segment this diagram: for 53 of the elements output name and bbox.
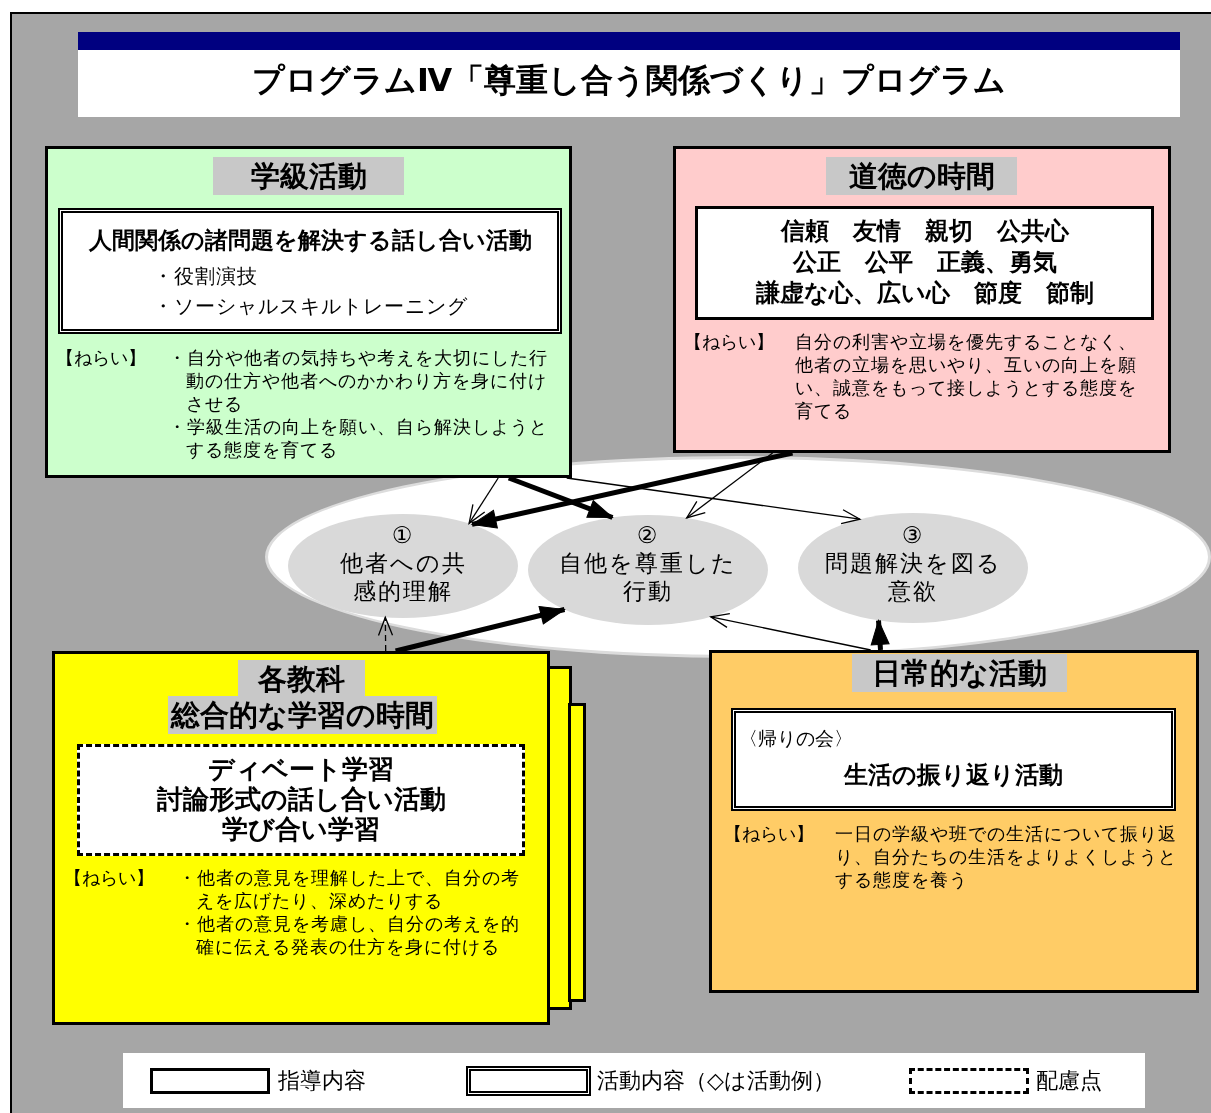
activity-panel [673,146,1171,453]
panel-heading: 総合的な学習の時間 [168,696,437,734]
activity-example: ・ソーシャルスキルトレーニング [153,293,469,320]
panel-heading: 日常的な活動 [852,654,1067,692]
legend-text: 配慮点 [1036,1067,1102,1095]
aim-text: ・他者の意見を理解した上で、自分の考えを広げたり、深めたりする [178,866,521,912]
activity-example: ディベート学習 [207,754,395,784]
value-box [695,206,1154,320]
aim-label: 【ねらい】 [724,822,814,845]
activity-box [731,708,1176,811]
outcome-text: 他者への共感的理解 [338,549,468,605]
value-list: 公正 公平 正義、勇気 [695,247,1154,278]
circled-number: ① [390,521,416,549]
dashed-arrow [377,616,394,652]
aim-label: 【ねらい】 [56,346,146,369]
legend-text: 指導内容 [278,1067,366,1095]
activity-example: ・役割演技 [153,263,259,290]
box-subtitle: 〈帰りの会〉 [739,726,854,750]
box-title: 生活の振り返り活動 [842,760,1064,790]
activity-box [58,208,562,334]
aim-label: 【ねらい】 [64,866,154,889]
activity-panel [52,651,550,1025]
outcome-text: 問題解決を図る意欲 [823,549,1003,605]
legend-text: 活動内容（◇は活動例） [597,1067,835,1095]
panel-heading: 学級活動 [213,157,404,195]
consideration-box [77,744,525,856]
aim-text: 自分の利害や立場を優先することなく、他者の立場を思いやり、互いの向上を願い、誠意をもって接しようとする態度を育てる [795,330,1138,422]
aim-label: 【ねらい】 [684,330,774,353]
aim-text: ・他者の意見を考慮し、自分の考えを的確に伝える発表の仕方を身に付ける [178,912,521,958]
activity-example: 討論形式の話し合い活動 [155,784,447,814]
outcome-text: 自他を尊重した行動 [558,549,738,605]
value-list: 信頼 友情 親切 公共心 [695,216,1154,247]
aim-text: ・学級生活の向上を願い、自ら解決しようとする態度を育てる [168,415,549,461]
arrow [870,620,890,651]
arrow [507,475,614,520]
aim-text: ・自分や他者の気持ちや考えを大切にした行動の仕方や他者へのかかわり方を身に付けさせる [168,346,549,415]
arrow [566,477,861,525]
arrow [468,477,499,525]
value-list: 謙虚な心、広い心 節度 節制 [695,278,1154,309]
circled-number: ② [635,521,661,549]
arrow [710,613,872,651]
circled-number: ③ [900,521,926,549]
aim-text: 一日の学級や班での生活について振り返り、自分たちの生活をよりよくしようとする態度を養う [835,822,1178,891]
panel-heading: 道徳の時間 [826,157,1017,195]
arrow [471,450,794,529]
box-title: 人間関係の諸問題を解決する話し合い活動 [87,226,533,255]
arrow [686,452,774,519]
activity-panel [709,650,1199,993]
panel-heading: 各教科 [238,660,365,698]
arrow [395,606,566,654]
activity-panel [45,146,572,478]
diagram-title: プログラムⅣ「尊重し合う関係づくり」プログラム [250,60,1008,100]
activity-example: 学び合い学習 [221,814,381,844]
